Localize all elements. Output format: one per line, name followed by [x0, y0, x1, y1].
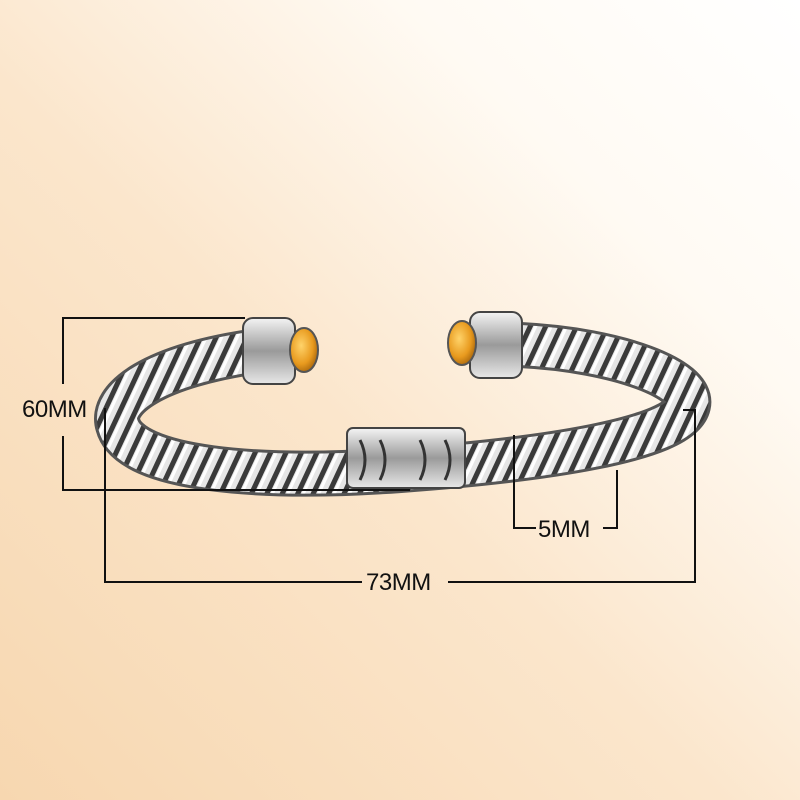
citrine-stone-right: [447, 320, 477, 366]
height-label: 60MM: [22, 396, 87, 423]
dimension-lines: [62, 317, 696, 583]
width-line-right: [448, 409, 696, 583]
right-end-cap: [447, 311, 523, 379]
center-ornament: [346, 427, 466, 489]
citrine-stone-left: [289, 327, 319, 373]
width-line-left: [104, 408, 362, 583]
left-end-cap: [242, 317, 319, 385]
thickness-label: 5MM: [538, 516, 590, 543]
height-line-top: [62, 317, 245, 384]
height-line-bottom: [62, 436, 410, 491]
thickness-line-left: [513, 435, 536, 529]
width-label: 73MM: [366, 569, 431, 596]
thickness-line-right: [603, 470, 618, 529]
